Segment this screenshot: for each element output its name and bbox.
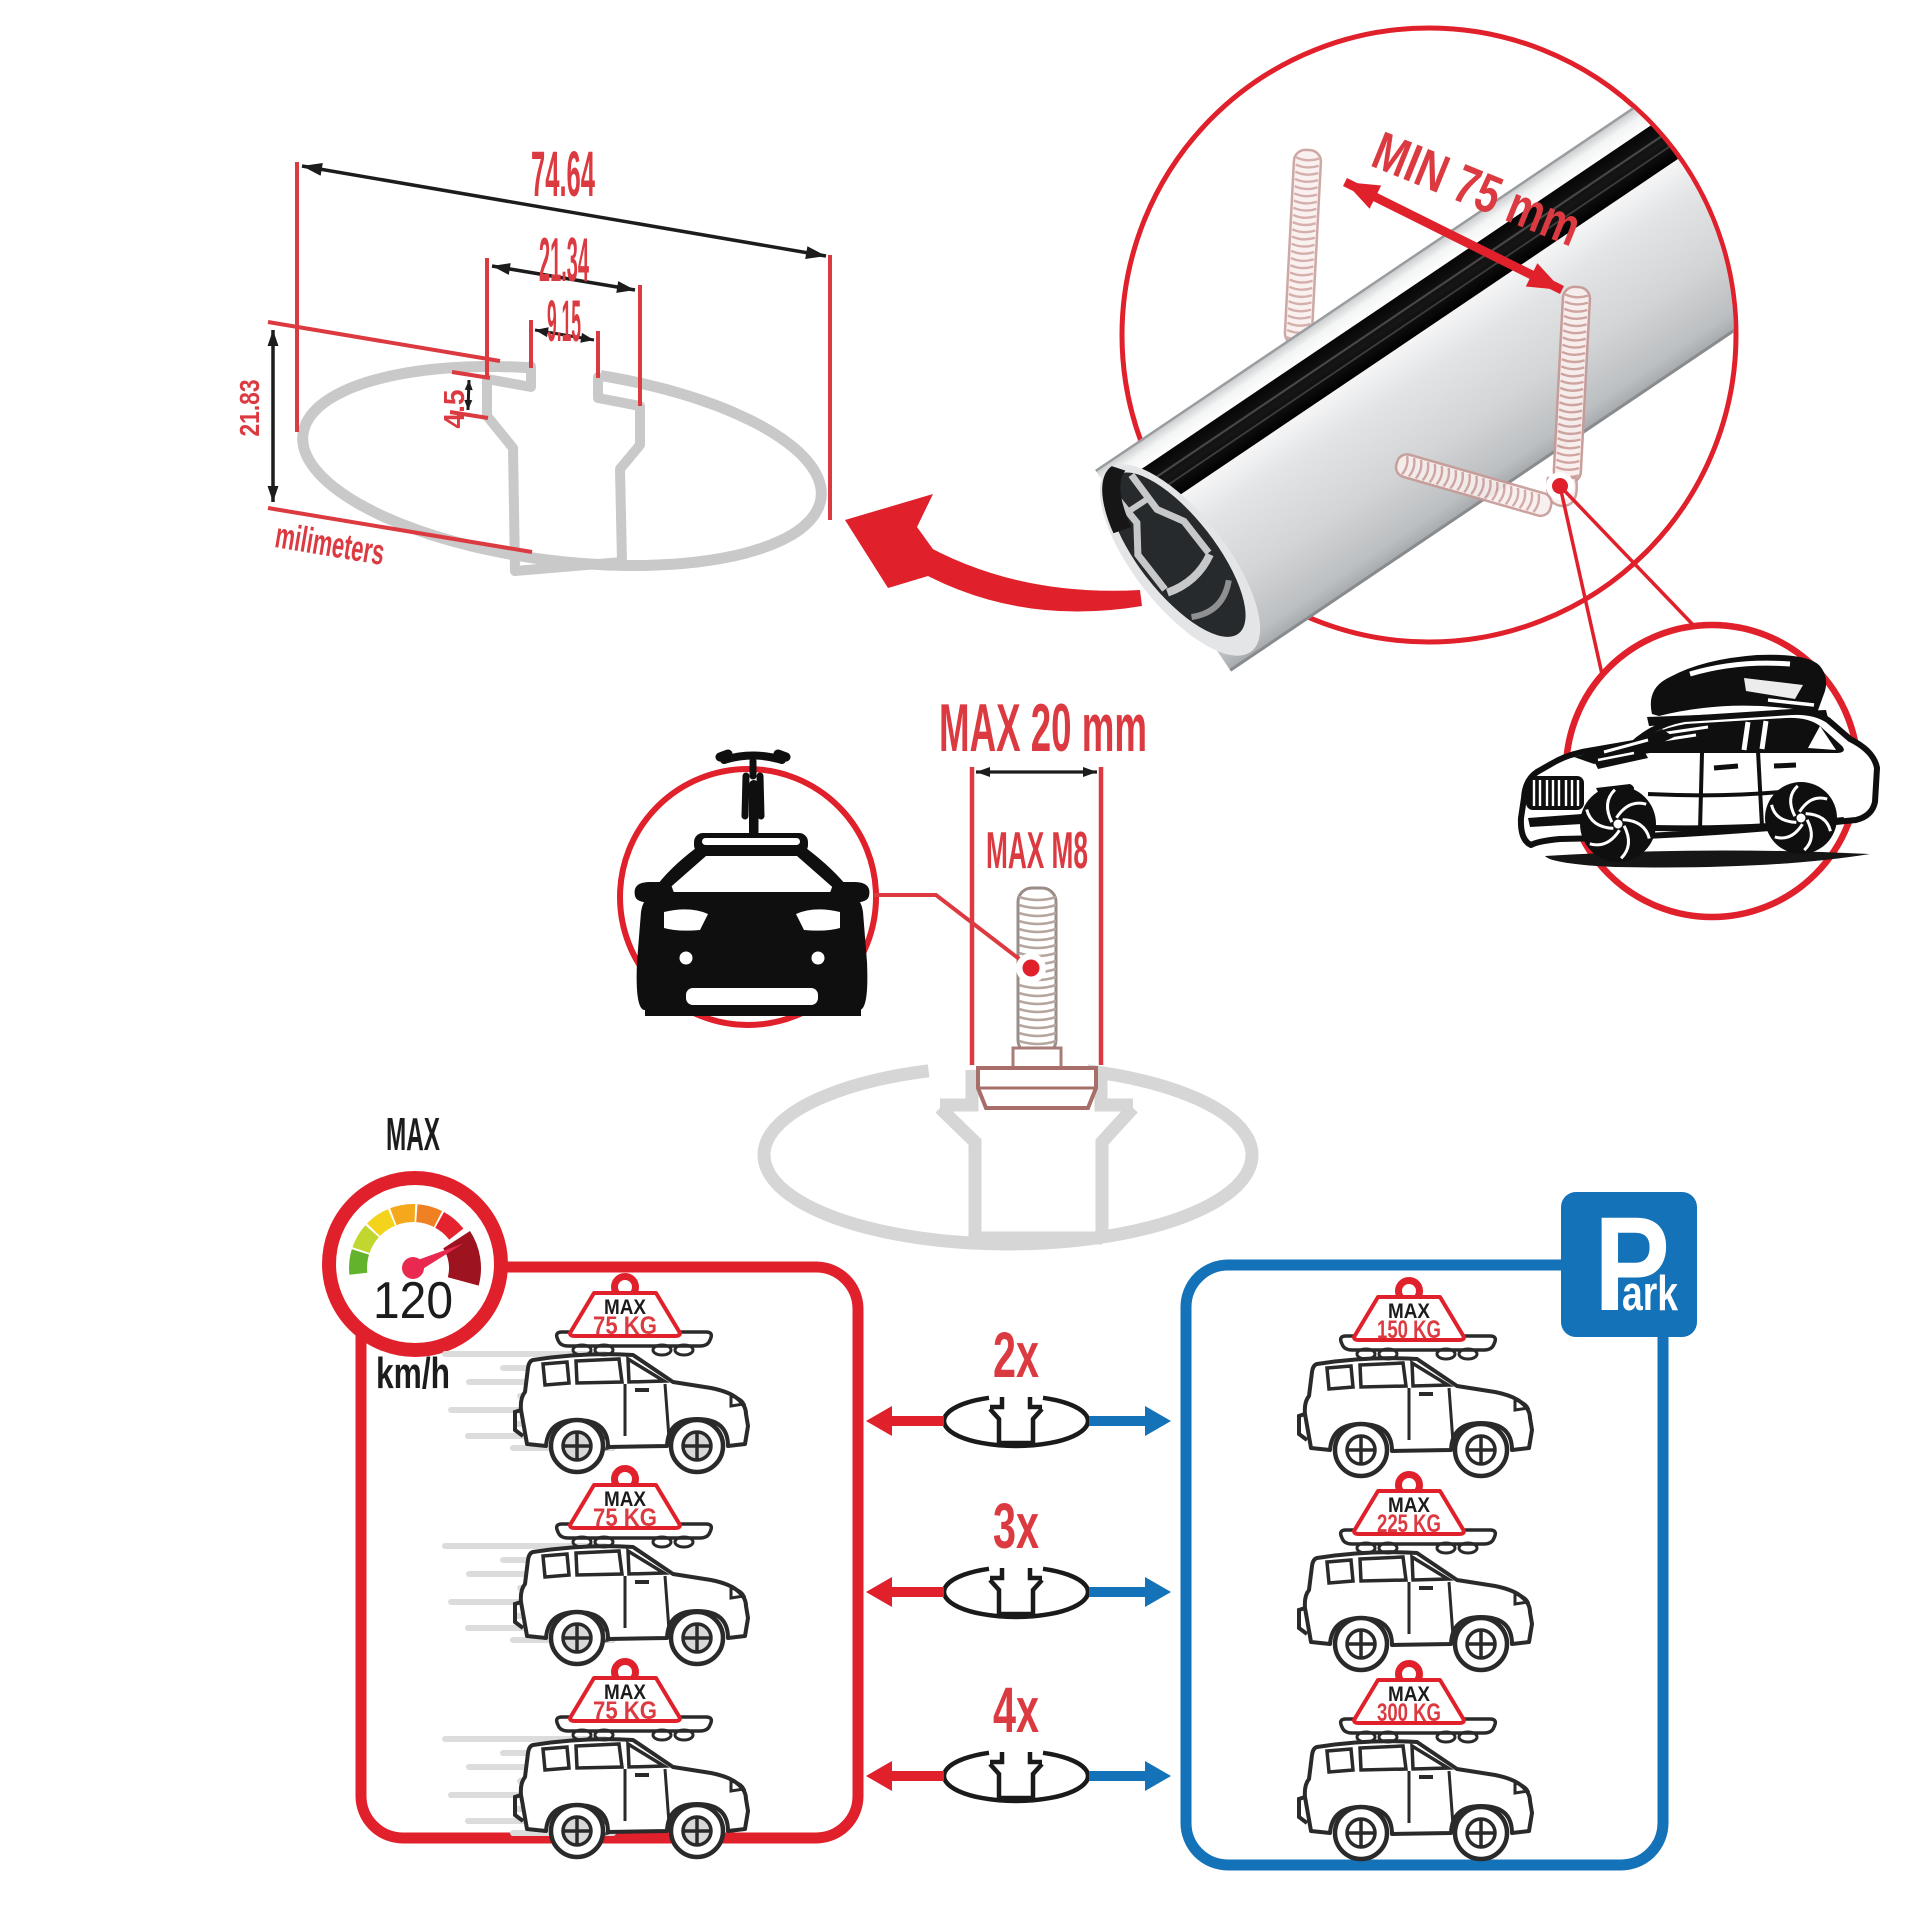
svg-text:MAX 20 mm: MAX 20 mm — [939, 690, 1147, 766]
svg-text:MAX: MAX — [386, 1108, 440, 1160]
svg-text:MAX: MAX — [1388, 1300, 1430, 1323]
svg-text:MAX M8: MAX M8 — [986, 822, 1088, 880]
svg-text:MAX: MAX — [1388, 1683, 1430, 1706]
svg-text:75 KG: 75 KG — [593, 1312, 657, 1340]
svg-text:75 KG: 75 KG — [593, 1504, 657, 1532]
svg-text:21.34: 21.34 — [539, 226, 589, 295]
svg-text:MAX: MAX — [1388, 1494, 1430, 1517]
svg-text:4x: 4x — [993, 1674, 1039, 1746]
svg-text:3x: 3x — [993, 1490, 1039, 1562]
svg-text:ark: ark — [1622, 1267, 1679, 1321]
svg-text:2x: 2x — [993, 1319, 1039, 1391]
svg-text:MAX: MAX — [604, 1296, 646, 1319]
svg-text:9.15: 9.15 — [547, 289, 581, 354]
svg-text:120: 120 — [373, 1272, 453, 1330]
svg-text:75 KG: 75 KG — [593, 1697, 657, 1725]
svg-text:P: P — [1594, 1190, 1670, 1339]
svg-text:225 KG: 225 KG — [1377, 1510, 1441, 1538]
svg-text:MAX: MAX — [604, 1488, 646, 1511]
svg-text:300 KG: 300 KG — [1377, 1699, 1441, 1727]
svg-text:21.83: 21.83 — [234, 380, 265, 437]
svg-text:km/h: km/h — [376, 1349, 450, 1398]
svg-text:150 KG: 150 KG — [1377, 1316, 1441, 1344]
svg-text:74.64: 74.64 — [531, 138, 595, 210]
svg-text:4.5: 4.5 — [439, 390, 471, 429]
svg-text:MAX: MAX — [604, 1681, 646, 1704]
